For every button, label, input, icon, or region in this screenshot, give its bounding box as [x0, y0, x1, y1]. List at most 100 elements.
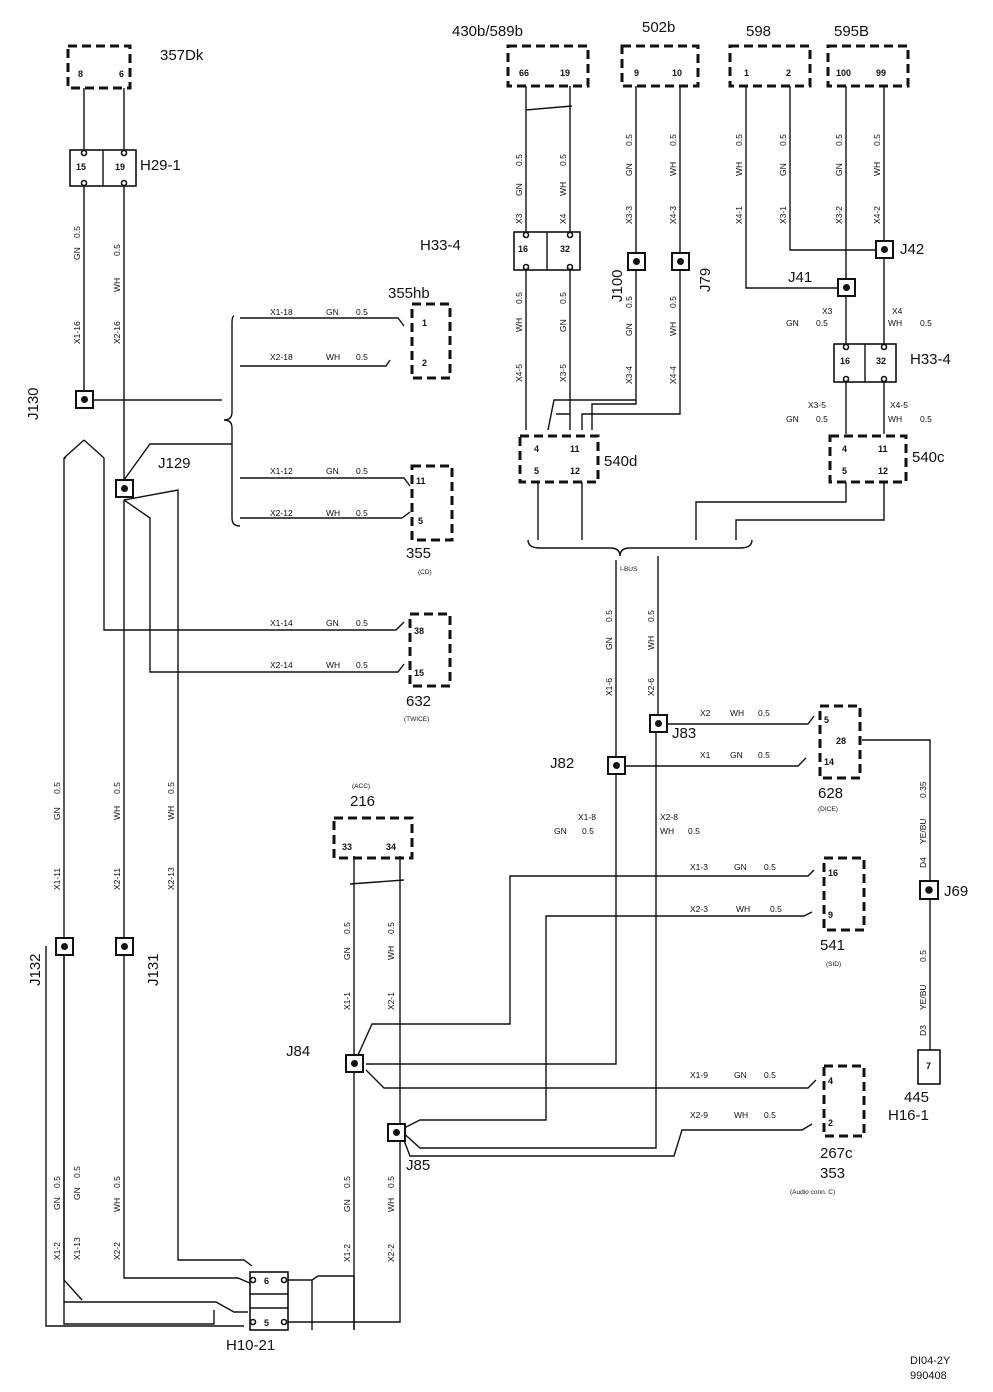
svg-text:WH: WH	[112, 806, 122, 820]
connector-267c	[822, 1064, 866, 1138]
svg-text:0.5: 0.5	[624, 134, 634, 146]
svg-text:WH: WH	[326, 660, 340, 670]
label-595B: 595B	[834, 23, 869, 40]
svg-text:0.5: 0.5	[834, 134, 844, 146]
svg-text:X1-13: X1-13	[72, 1237, 82, 1260]
svg-text:0.5: 0.5	[758, 708, 770, 718]
connector-445	[917, 1049, 941, 1085]
svg-text:9: 9	[634, 68, 639, 78]
svg-text:33: 33	[342, 842, 352, 852]
svg-text:0.5: 0.5	[356, 508, 368, 518]
connectors	[66, 44, 941, 1138]
label-J131: J131	[145, 953, 162, 986]
junctions	[55, 240, 939, 1142]
svg-text:GN: GN	[554, 826, 567, 836]
svg-text:X2-11: X2-11	[112, 868, 122, 890]
svg-text:0.5: 0.5	[356, 307, 368, 317]
label-632: 632	[406, 693, 431, 710]
junction-J129	[115, 479, 134, 498]
svg-text:0.5: 0.5	[604, 610, 614, 622]
svg-text:0.5: 0.5	[356, 618, 368, 628]
connector-540c	[828, 434, 908, 484]
svg-text:5: 5	[534, 466, 539, 476]
svg-text:0.5: 0.5	[356, 352, 368, 362]
svg-text:14: 14	[824, 757, 834, 767]
svg-text:0.5: 0.5	[778, 134, 788, 146]
svg-text:11: 11	[416, 476, 426, 486]
bus-label: I-BUS	[620, 566, 638, 573]
connector-598	[728, 44, 812, 88]
svg-text:WH: WH	[736, 904, 750, 914]
svg-text:X2-13: X2-13	[166, 867, 176, 890]
svg-text:19: 19	[560, 68, 570, 78]
svg-text:X1: X1	[700, 750, 711, 760]
label-H10-21: H10-21	[226, 1337, 275, 1354]
svg-text:0.5: 0.5	[688, 826, 700, 836]
svg-text:WH: WH	[112, 1198, 122, 1212]
svg-text:10: 10	[672, 68, 682, 78]
svg-text:0.5: 0.5	[52, 782, 62, 794]
junction-J41	[837, 278, 856, 297]
label-H29-1: H29-1	[140, 157, 181, 174]
label-357Dk: 357Dk	[160, 47, 204, 64]
svg-text:X2-9: X2-9	[690, 1110, 708, 1120]
svg-text:990408: 990408	[910, 1370, 947, 1382]
svg-text:X2-14: X2-14	[270, 660, 293, 670]
svg-text:X1-16: X1-16	[72, 321, 82, 344]
svg-text:D3: D3	[918, 1025, 928, 1036]
svg-text:X1-9: X1-9	[690, 1070, 708, 1080]
svg-text:GN: GN	[326, 307, 339, 317]
connector-502b	[620, 44, 700, 88]
svg-text:0.5: 0.5	[764, 1110, 776, 1120]
connector-540d	[518, 434, 600, 484]
svg-text:DI04-2Y: DI04-2Y	[910, 1355, 951, 1367]
svg-text:X2-2: X2-2	[386, 1244, 396, 1262]
svg-text:0.5: 0.5	[72, 1166, 82, 1178]
label-598: 598	[746, 23, 771, 40]
label-J79: J79	[697, 268, 714, 292]
svg-text:0.5: 0.5	[386, 1176, 396, 1188]
svg-text:GN: GN	[834, 163, 844, 176]
svg-text:0.5: 0.5	[764, 862, 776, 872]
svg-text:GN: GN	[778, 163, 788, 176]
svg-text:0.5: 0.5	[624, 296, 634, 308]
svg-text:X3: X3	[822, 306, 833, 316]
label-355hb: 355hb	[388, 285, 430, 302]
svg-text:12: 12	[570, 466, 580, 476]
svg-text:0.5: 0.5	[816, 414, 828, 424]
svg-text:0.5: 0.5	[920, 414, 932, 424]
svg-text:WH: WH	[386, 1198, 396, 1212]
label-J42: J42	[900, 241, 924, 258]
svg-text:32: 32	[560, 244, 570, 254]
connector-430b-589b	[506, 44, 590, 88]
svg-text:WH: WH	[326, 352, 340, 362]
svg-text:28: 28	[836, 736, 846, 746]
svg-text:YE/BU: YE/BU	[918, 984, 928, 1010]
svg-text:2: 2	[786, 68, 791, 78]
connector-541	[822, 856, 866, 932]
label-J132: J132	[27, 953, 44, 986]
svg-text:X2-12: X2-12	[270, 508, 293, 518]
svg-text:WH: WH	[734, 162, 744, 176]
label-628: 628	[818, 785, 843, 802]
svg-text:X1-12: X1-12	[270, 466, 293, 476]
svg-text:WH: WH	[558, 182, 568, 196]
svg-text:WH: WH	[646, 636, 656, 650]
label-J82: J82	[550, 755, 574, 772]
label-J100: J100	[609, 269, 626, 302]
svg-text:0.5: 0.5	[342, 922, 352, 934]
label-J69: J69	[944, 883, 968, 900]
svg-text:0.5: 0.5	[872, 134, 882, 146]
svg-text:GN: GN	[342, 1199, 352, 1212]
svg-text:WH: WH	[668, 322, 678, 336]
svg-text:GN: GN	[326, 466, 339, 476]
svg-text:0.5: 0.5	[72, 226, 82, 238]
label-J83: J83	[672, 725, 696, 742]
svg-text:4: 4	[842, 444, 847, 454]
svg-text:0.5: 0.5	[558, 154, 568, 166]
svg-text:WH: WH	[888, 414, 902, 424]
svg-text:WH: WH	[514, 318, 524, 332]
svg-text:GN: GN	[786, 414, 799, 424]
junction-J79	[671, 252, 690, 271]
svg-text:X2-2: X2-2	[112, 1242, 122, 1260]
